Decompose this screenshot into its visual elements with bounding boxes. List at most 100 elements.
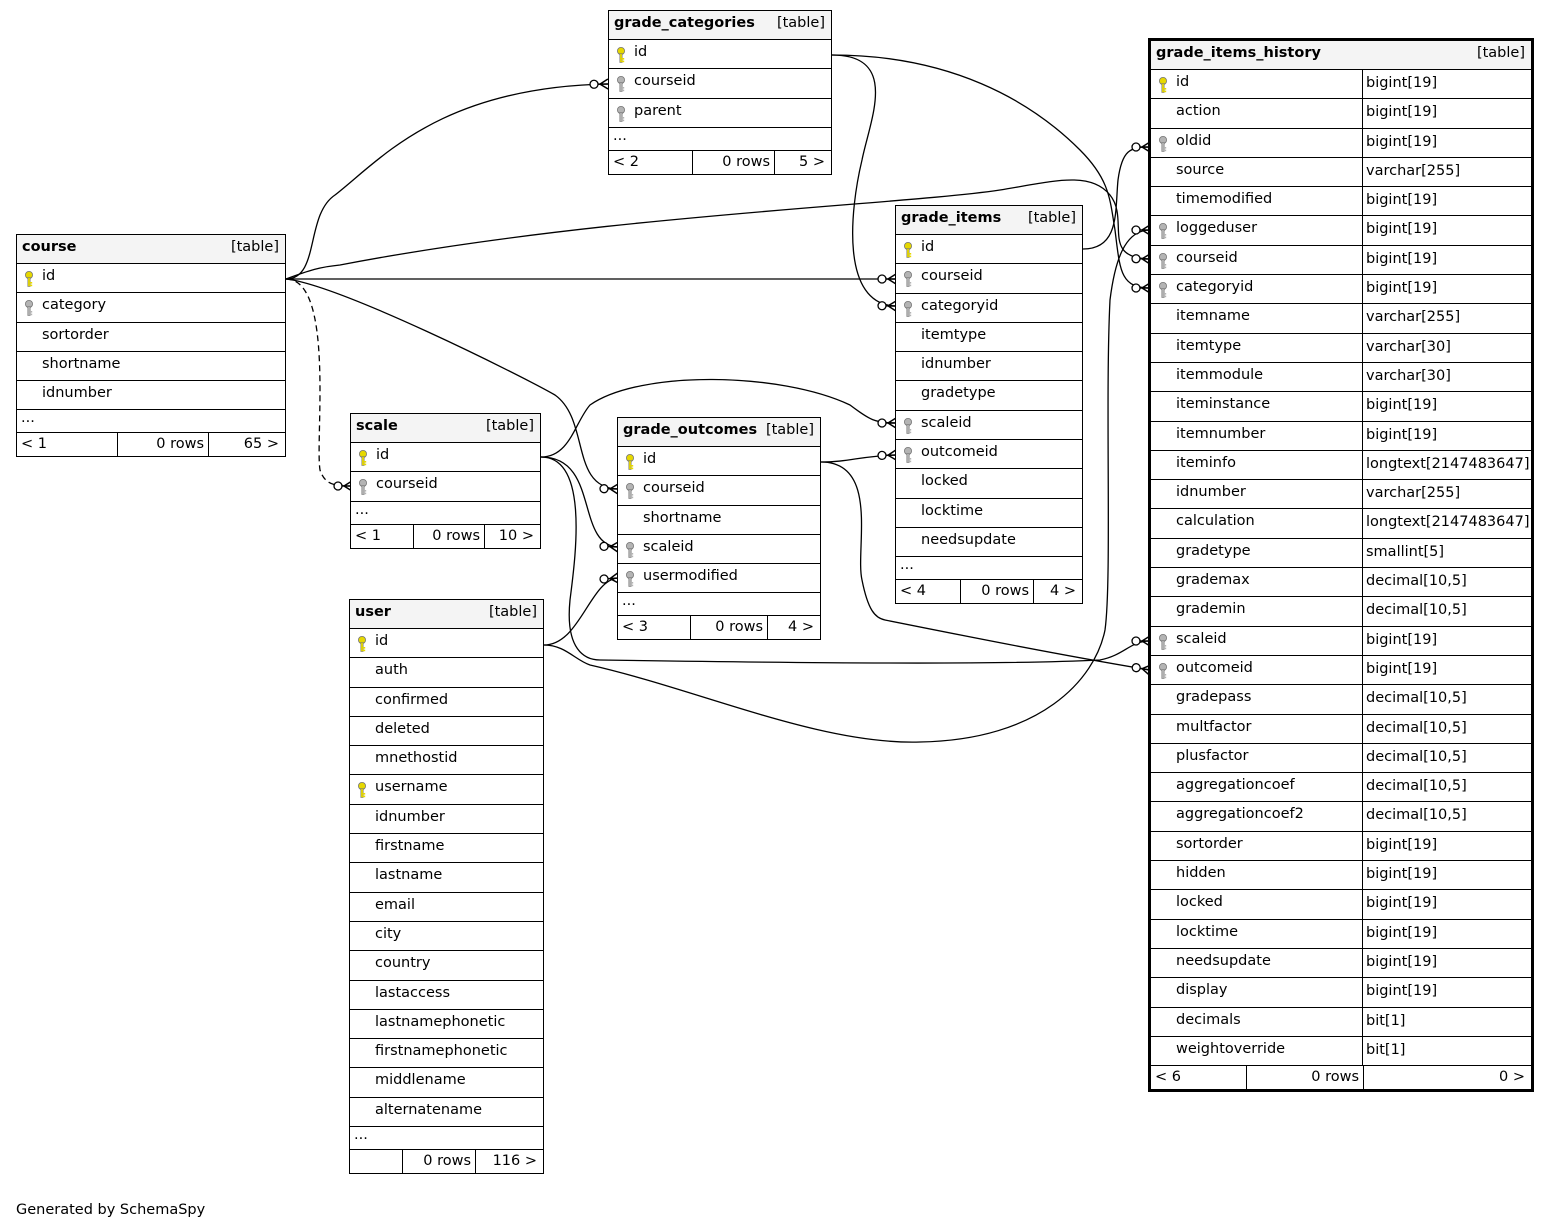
parents-count[interactable]: < 1 (355, 527, 381, 544)
parents-count[interactable]: < 4 (900, 583, 926, 600)
children-count[interactable]: 0 > (1363, 1066, 1531, 1090)
column-row[interactable]: alternatename (350, 1098, 543, 1128)
column-row[interactable]: id (618, 447, 820, 477)
children-count[interactable]: 10 > (484, 524, 540, 548)
children-count[interactable]: 4 > (767, 616, 820, 640)
column-row[interactable]: id (17, 264, 285, 294)
column-row[interactable]: lastaccess (350, 981, 543, 1010)
parents-count[interactable]: < 1 (21, 436, 47, 453)
column-row[interactable]: id (350, 629, 543, 659)
column-row[interactable]: firstnamephonetic (350, 1039, 543, 1069)
table-header[interactable]: grade_items[table] (896, 206, 1082, 235)
column-row[interactable]: shortname (17, 352, 285, 382)
parents-count[interactable]: < 2 (613, 153, 639, 170)
column-row[interactable]: parent (609, 99, 831, 128)
column-row[interactable]: idnumber (350, 805, 543, 835)
children-count[interactable]: 116 > (475, 1150, 543, 1174)
table-header[interactable]: grade_outcomes[table] (618, 418, 820, 447)
column-row[interactable]: courseid (618, 476, 820, 506)
column-row[interactable]: lastnamephonetic (350, 1010, 543, 1040)
column-row[interactable]: email (350, 893, 543, 922)
column-row[interactable]: lastname (350, 863, 543, 893)
column-row[interactable]: courseid (896, 264, 1082, 294)
parents-count[interactable] (350, 1150, 402, 1173)
table-header[interactable]: grade_items_history[table] (1151, 41, 1531, 70)
column-row[interactable]: needsupdate (896, 528, 1082, 558)
column-row[interactable]: courseid (351, 472, 540, 502)
table-header[interactable]: user[table] (350, 600, 543, 629)
column-row[interactable]: firstname (350, 834, 543, 864)
column-row[interactable]: sortorder (17, 323, 285, 352)
table-header[interactable]: grade_categories[table] (609, 11, 831, 40)
column-row[interactable]: courseid (609, 69, 831, 99)
parents-count[interactable]: < 6 (1155, 1069, 1181, 1086)
children-count[interactable]: 5 > (774, 150, 831, 174)
column-row[interactable]: middlename (350, 1068, 543, 1098)
column-row[interactable]: shortname (618, 506, 820, 535)
column-row[interactable]: id (351, 443, 540, 473)
column-row[interactable]: category (17, 293, 285, 323)
column-row[interactable]: deleted (350, 717, 543, 747)
table-header[interactable]: scale[table] (351, 414, 540, 443)
column-row[interactable]: usermodified (618, 564, 820, 594)
column-row[interactable]: gradetype (896, 381, 1082, 411)
column-row[interactable]: locktime (896, 499, 1082, 528)
children-count[interactable]: 65 > (208, 433, 285, 457)
column-row[interactable]: id (896, 235, 1082, 265)
column-row[interactable]: outcomeid (896, 440, 1082, 470)
column-row[interactable]: scaleid (896, 411, 1082, 441)
column-row[interactable]: idnumber (17, 381, 285, 411)
column-row[interactable]: auth (350, 658, 543, 688)
column-row[interactable]: id (609, 40, 831, 70)
parents-count[interactable]: < 3 (622, 619, 648, 636)
column-row[interactable]: idnumber (896, 352, 1082, 382)
children-count[interactable]: 4 > (1033, 580, 1082, 604)
column-row[interactable]: city (350, 922, 543, 952)
column-row[interactable]: country (350, 951, 543, 981)
column-row[interactable]: itemtype (896, 323, 1082, 353)
column-row[interactable]: scaleid (618, 535, 820, 565)
column-row[interactable]: locked (896, 469, 1082, 499)
column-row[interactable]: username (350, 775, 543, 805)
column-row[interactable]: confirmed (350, 688, 543, 717)
table-header[interactable]: course[table] (17, 235, 285, 264)
